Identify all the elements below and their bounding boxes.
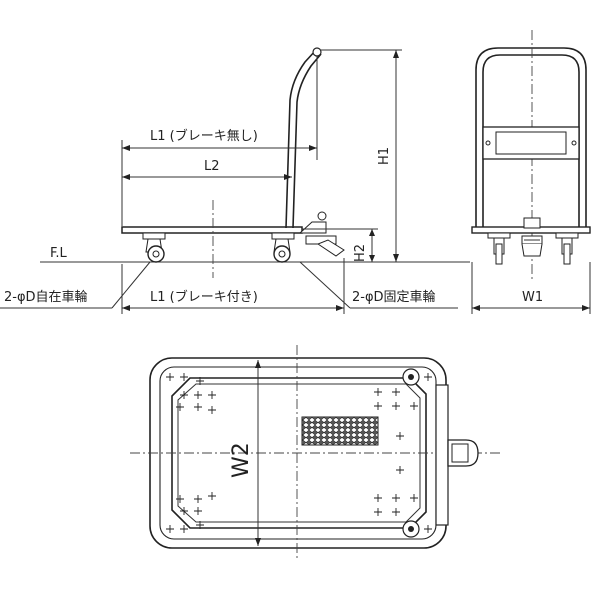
label-l1-no-brake: L1 (ブレーキ無し)	[150, 128, 258, 144]
top-plate-inner	[177, 383, 421, 523]
handle-hinge	[312, 47, 322, 57]
label-l2: L2	[204, 159, 220, 174]
side-view: L1 (ブレーキ無し) L2 H1 H2 F.L L1 (ブレーキ付き) 2-φ…	[0, 47, 470, 314]
label-l1-with-brake: L1 (ブレーキ付き)	[150, 289, 258, 305]
deck-side	[121, 226, 303, 234]
caster-mount-bottom-right	[402, 520, 420, 538]
label-w1: W1	[522, 290, 543, 305]
front-brake	[521, 217, 543, 257]
brake-pedal	[298, 211, 345, 257]
front-view: W1	[471, 30, 591, 314]
handle-bracket	[435, 384, 479, 526]
bolt-markers	[166, 373, 432, 533]
front-caster-left	[487, 232, 511, 265]
handle-inner	[292, 53, 322, 229]
front-handle-inner	[482, 54, 580, 228]
label-fixed-caster: 2-φD固定車輪	[352, 289, 436, 305]
swivel-caster-side	[142, 232, 166, 263]
mesh-pad	[301, 416, 379, 446]
top-view: W2	[130, 345, 500, 560]
caster-mount-top-right	[402, 368, 420, 386]
front-caster-right	[555, 232, 579, 265]
fixed-caster-side	[271, 232, 295, 263]
front-handle-outer	[475, 47, 587, 228]
label-w2: W2	[229, 442, 254, 478]
label-h1: H1	[377, 147, 392, 165]
label-floor-line: F.L	[50, 246, 68, 261]
handle-outer	[285, 49, 317, 229]
front-label-plate	[495, 131, 567, 155]
label-h2: H2	[353, 244, 368, 262]
label-swivel-caster: 2-φD自在車輪	[4, 289, 88, 305]
